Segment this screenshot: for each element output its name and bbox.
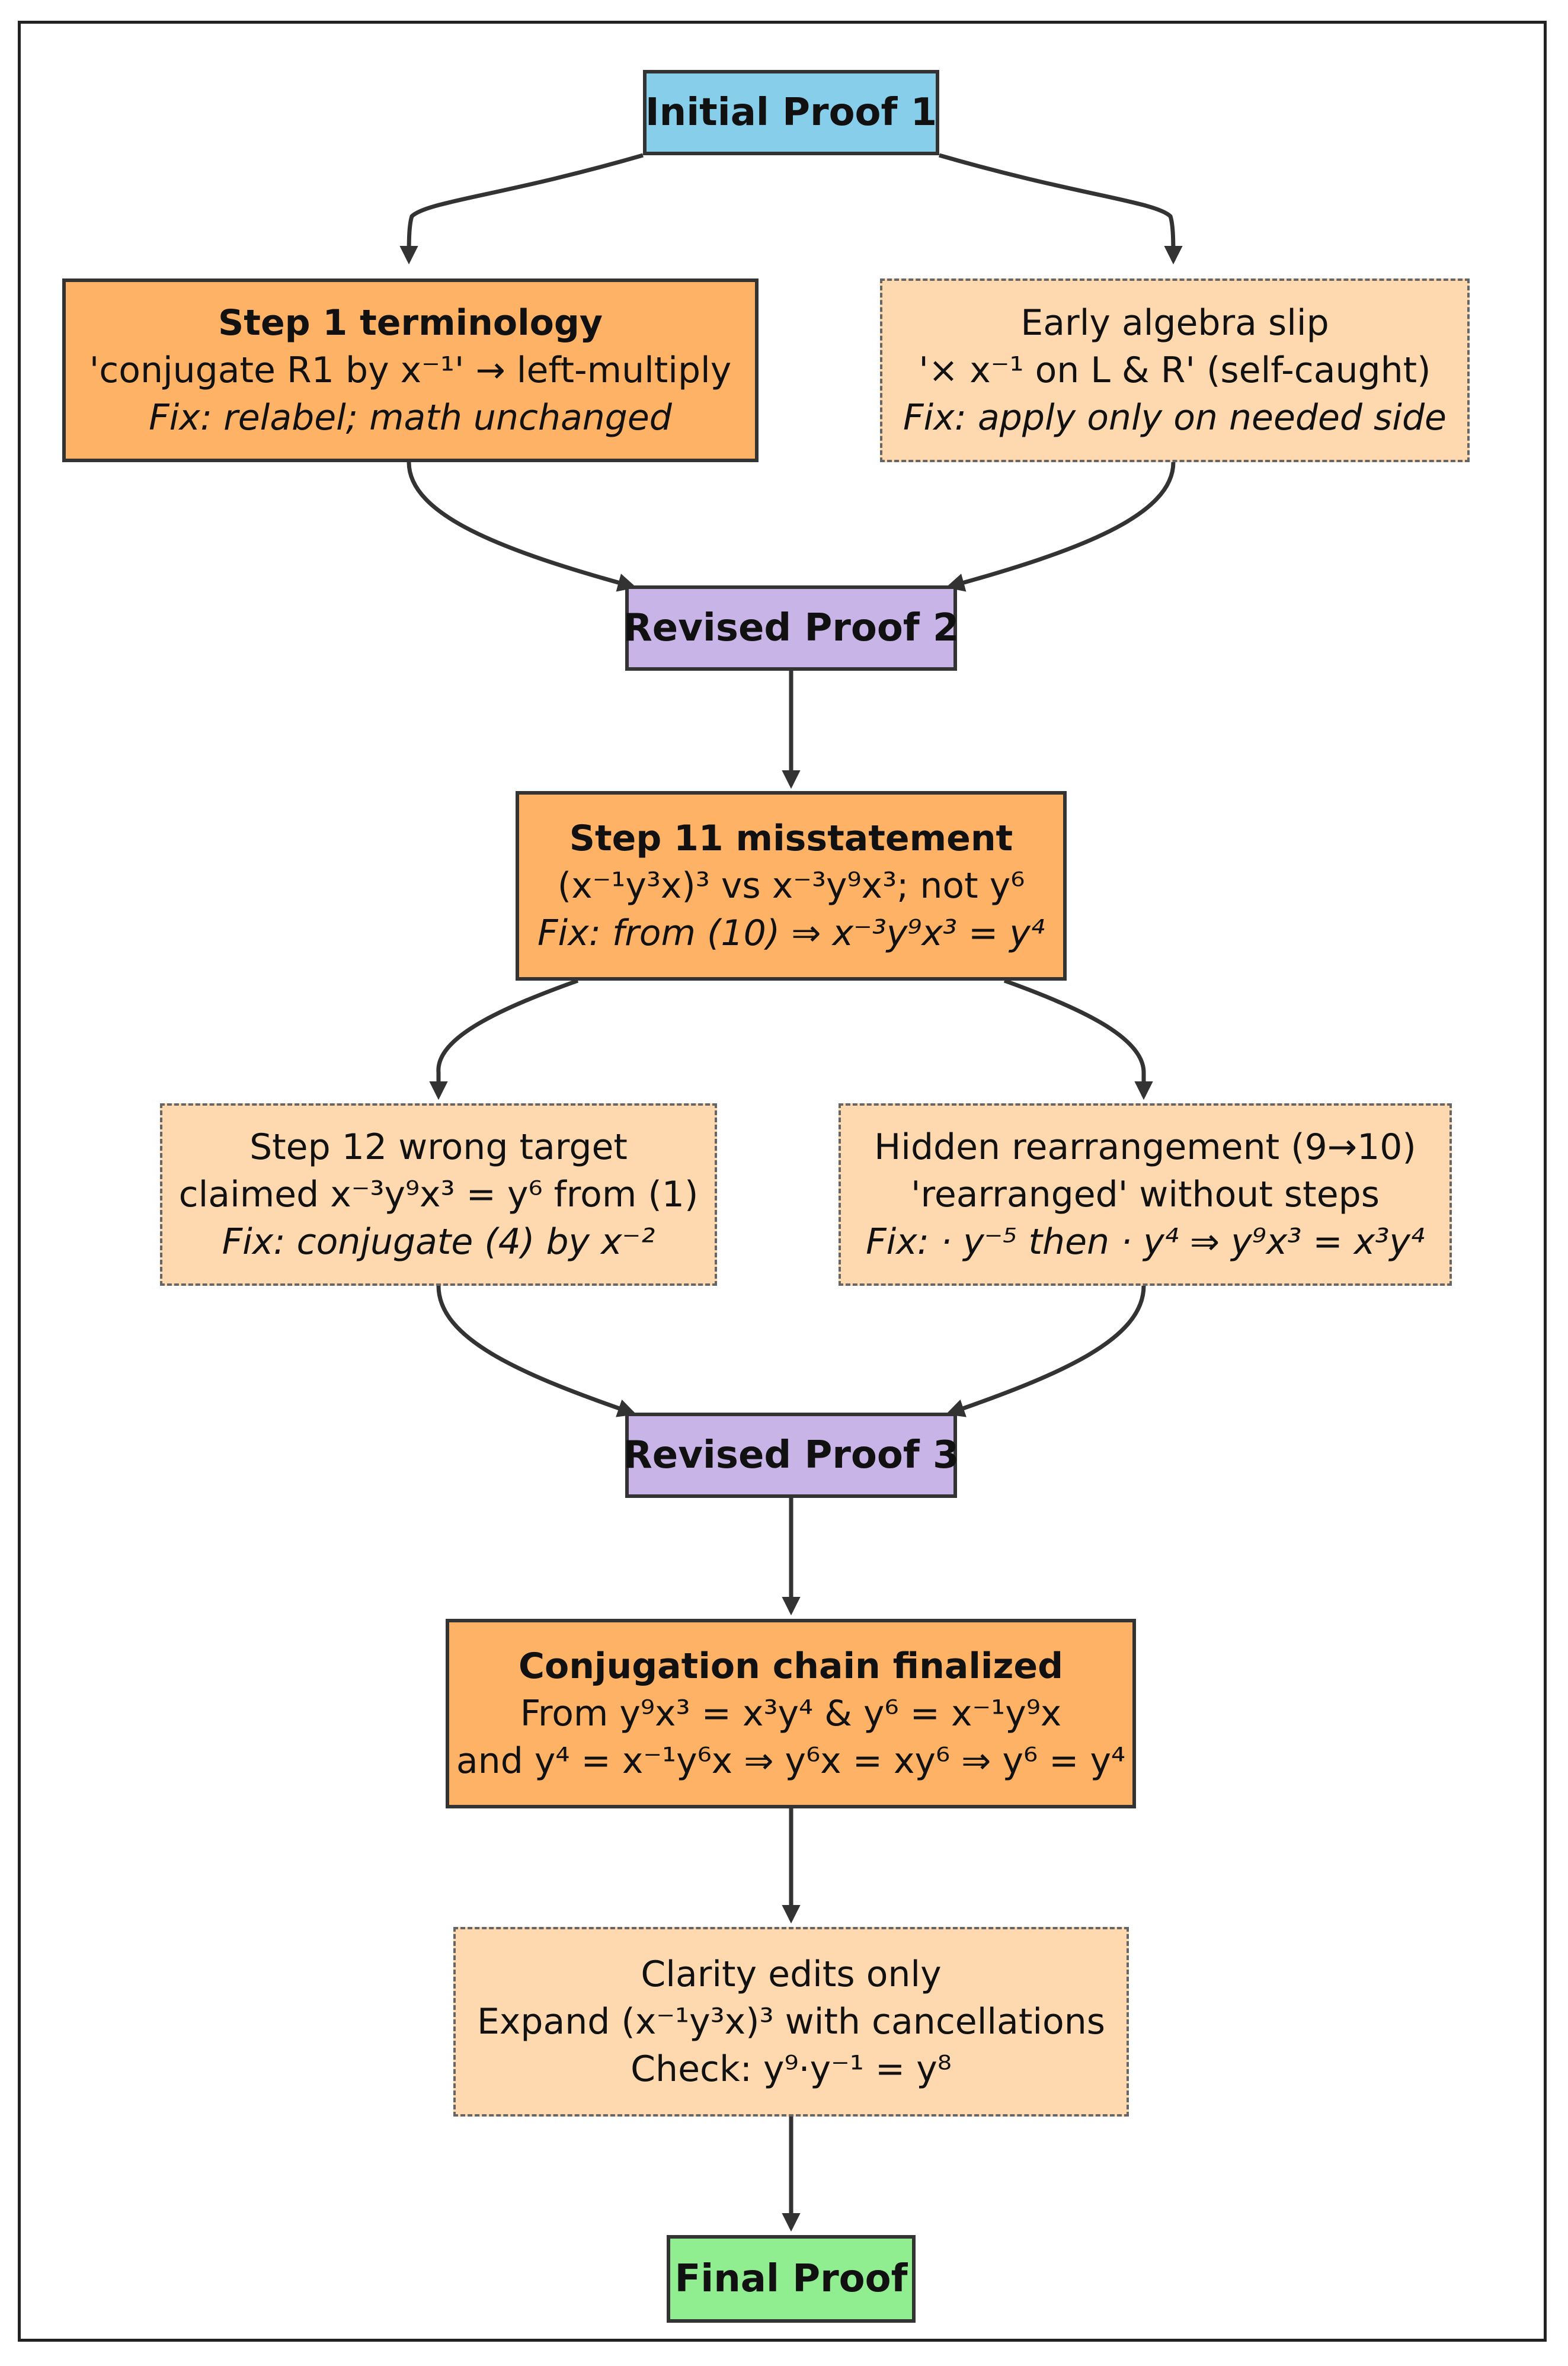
edge-hidden-to-revised3 bbox=[946, 1285, 1146, 1417]
node-label: Revised Proof 2 bbox=[623, 606, 959, 650]
node-detail: From y⁹x³ = x³y⁴ & y⁶ = x⁻¹y⁹x bbox=[520, 1693, 1062, 1734]
node-label: Initial Proof 1 bbox=[645, 91, 937, 135]
node-initial-proof-1: Initial Proof 1 bbox=[643, 70, 939, 155]
node-title: Step 12 wrong target bbox=[249, 1126, 628, 1168]
edge-step11-to-hidden bbox=[1003, 978, 1153, 1100]
node-label: Final Proof bbox=[674, 2257, 908, 2301]
node-detail: claimed x⁻³y⁹x³ = y⁶ from (1) bbox=[178, 1174, 699, 1215]
node-title: Conjugation chain finalized bbox=[518, 1645, 1064, 1687]
node-step11-misstatement: Step 11 misstatement (x⁻¹y³x)³ vs x⁻³y⁹x… bbox=[516, 791, 1067, 981]
edge-early-to-revised2 bbox=[945, 462, 1176, 592]
node-step1-terminology: Step 1 terminology 'conjugate R1 by x⁻¹'… bbox=[62, 278, 759, 462]
node-detail: '× x⁻¹ on L & R' (self-caught) bbox=[919, 350, 1431, 391]
node-detail: 'conjugate R1 by x⁻¹' → left-multiply bbox=[89, 350, 732, 391]
node-fix: Fix: · y⁻⁵ then · y⁴ ⇒ y⁹x³ = x³y⁴ bbox=[866, 1221, 1425, 1263]
node-step12-wrong-target: Step 12 wrong target claimed x⁻³y⁹x³ = y… bbox=[160, 1103, 717, 1286]
node-detail-2: Check: y⁹·y⁻¹ = y⁸ bbox=[631, 2048, 952, 2090]
node-title: Step 11 misstatement bbox=[569, 818, 1013, 859]
edge-step1-to-revised2 bbox=[407, 462, 637, 592]
edge-step11-to-step12 bbox=[429, 978, 579, 1100]
node-revised-proof-2: Revised Proof 2 bbox=[623, 585, 959, 671]
edge-step12-to-revised3 bbox=[436, 1285, 636, 1417]
node-clarity-edits: Clarity edits only Expand (x⁻¹y³x)³ with… bbox=[453, 1927, 1129, 2117]
node-fix: Fix: apply only on needed side bbox=[903, 397, 1447, 438]
diagram-frame bbox=[18, 21, 1547, 2342]
node-conjugation-chain: Conjugation chain finalized From y⁹x³ = … bbox=[446, 1619, 1136, 1808]
node-detail-2: and y⁴ = x⁻¹y⁶x ⇒ y⁶x = xy⁶ ⇒ y⁶ = y⁴ bbox=[456, 1740, 1126, 1782]
node-fix: Fix: from (10) ⇒ x⁻³y⁹x³ = y⁴ bbox=[537, 913, 1045, 954]
node-title: Step 1 terminology bbox=[218, 302, 603, 344]
node-early-algebra-slip: Early algebra slip '× x⁻¹ on L & R' (sel… bbox=[880, 278, 1470, 462]
node-final-proof: Final Proof bbox=[667, 2235, 916, 2323]
edge-initial-to-early bbox=[939, 153, 1183, 265]
node-title: Clarity edits only bbox=[641, 1954, 942, 1995]
node-fix: Fix: relabel; math unchanged bbox=[149, 397, 672, 438]
edge-initial-to-step1 bbox=[399, 153, 644, 265]
node-detail: Expand (x⁻¹y³x)³ with cancellations bbox=[476, 2001, 1106, 2042]
node-detail: 'rearranged' without steps bbox=[911, 1174, 1380, 1215]
node-detail: (x⁻¹y³x)³ vs x⁻³y⁹x³; not y⁶ bbox=[557, 865, 1025, 907]
node-revised-proof-3: Revised Proof 3 bbox=[623, 1413, 959, 1498]
node-title: Hidden rearrangement (9→10) bbox=[874, 1126, 1416, 1168]
node-hidden-rearrangement: Hidden rearrangement (9→10) 'rearranged'… bbox=[839, 1103, 1452, 1286]
node-fix: Fix: conjugate (4) by x⁻² bbox=[222, 1221, 655, 1263]
node-title: Early algebra slip bbox=[1020, 302, 1329, 344]
node-label: Revised Proof 3 bbox=[623, 1433, 959, 1477]
